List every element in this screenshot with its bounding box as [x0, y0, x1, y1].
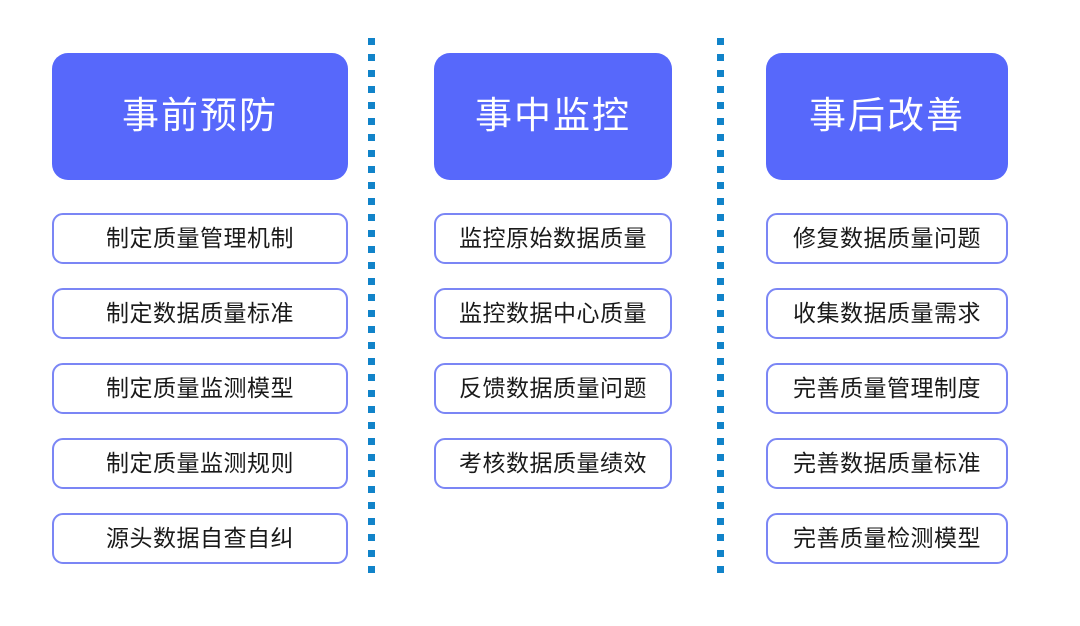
item-list-3: 修复数据质量问题 收集数据质量需求 完善质量管理制度 完善数据质量标准 完善质量…: [766, 213, 1008, 564]
list-item-label: 考核数据质量绩效: [459, 450, 647, 476]
list-item-label: 监控原始数据质量: [459, 225, 647, 251]
list-item[interactable]: 完善质量检测模型: [766, 513, 1008, 564]
list-item-label: 修复数据质量问题: [793, 225, 981, 251]
column-header-label-2: 事中监控: [475, 96, 631, 137]
list-item[interactable]: 完善质量管理制度: [766, 363, 1008, 414]
dotted-divider-icon-2: [717, 38, 724, 581]
column-pre-prevention: 事前预防 制定质量管理机制 制定数据质量标准 制定质量监测模型 制定质量监测规则…: [52, 53, 348, 564]
list-item[interactable]: 监控数据中心质量: [434, 288, 672, 339]
dotted-divider-icon-1: [368, 38, 375, 581]
list-item[interactable]: 收集数据质量需求: [766, 288, 1008, 339]
list-item[interactable]: 制定质量监测规则: [52, 438, 348, 489]
list-item-label: 反馈数据质量问题: [459, 375, 647, 401]
list-item[interactable]: 监控原始数据质量: [434, 213, 672, 264]
column-in-process-monitoring: 事中监控 监控原始数据质量 监控数据中心质量 反馈数据质量问题 考核数据质量绩效: [434, 53, 672, 489]
column-header-card-2[interactable]: 事中监控: [434, 53, 672, 180]
column-header-label-1: 事前预防: [122, 96, 278, 137]
item-list-2: 监控原始数据质量 监控数据中心质量 反馈数据质量问题 考核数据质量绩效: [434, 213, 672, 489]
list-item-label: 完善质量检测模型: [793, 525, 981, 551]
list-item-label: 监控数据中心质量: [459, 300, 647, 326]
list-item-label: 源头数据自查自纠: [106, 525, 294, 551]
list-item[interactable]: 完善数据质量标准: [766, 438, 1008, 489]
list-item-label: 制定质量管理机制: [106, 225, 294, 251]
list-item-label: 完善质量管理制度: [793, 375, 981, 401]
list-item-label: 完善数据质量标准: [793, 450, 981, 476]
column-header-card-3[interactable]: 事后改善: [766, 53, 1008, 180]
list-item[interactable]: 制定质量管理机制: [52, 213, 348, 264]
list-item[interactable]: 源头数据自查自纠: [52, 513, 348, 564]
column-header-label-3: 事后改善: [809, 96, 965, 137]
column-header-card-1[interactable]: 事前预防: [52, 53, 348, 180]
item-list-1: 制定质量管理机制 制定数据质量标准 制定质量监测模型 制定质量监测规则 源头数据…: [52, 213, 348, 564]
list-item[interactable]: 考核数据质量绩效: [434, 438, 672, 489]
list-item-label: 制定质量监测规则: [106, 450, 294, 476]
list-item[interactable]: 制定数据质量标准: [52, 288, 348, 339]
list-item-label: 制定数据质量标准: [106, 300, 294, 326]
list-item[interactable]: 反馈数据质量问题: [434, 363, 672, 414]
column-post-improvement: 事后改善 修复数据质量问题 收集数据质量需求 完善质量管理制度 完善数据质量标准…: [766, 53, 1008, 564]
list-item[interactable]: 制定质量监测模型: [52, 363, 348, 414]
list-item[interactable]: 修复数据质量问题: [766, 213, 1008, 264]
list-item-label: 收集数据质量需求: [793, 300, 981, 326]
list-item-label: 制定质量监测模型: [106, 375, 294, 401]
